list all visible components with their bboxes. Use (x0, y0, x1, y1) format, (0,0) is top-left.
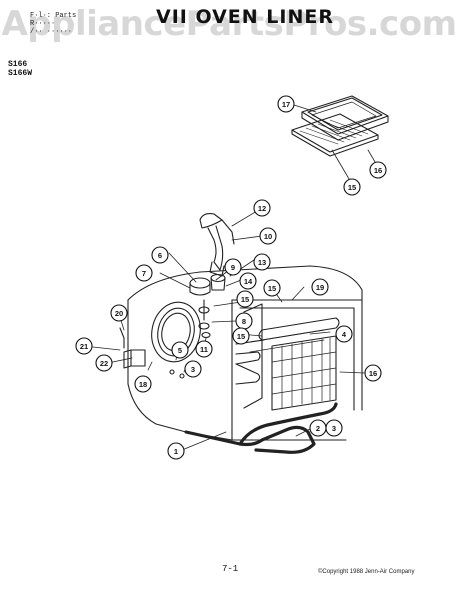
callout-leaders (83, 104, 379, 451)
oven-body (127, 265, 363, 441)
model-number: S166 (8, 60, 28, 69)
callout-14: 14 (239, 272, 257, 290)
header-line-3: /·· ······ (30, 28, 73, 36)
svg-text:14: 14 (244, 277, 253, 286)
callout-13: 13 (253, 253, 271, 271)
callout-16: 16 (364, 364, 382, 382)
callout-10: 10 (259, 227, 277, 245)
svg-text:21: 21 (80, 342, 88, 351)
callout-17: 15 (343, 178, 361, 196)
callout-6: 6 (151, 246, 169, 264)
header-line-2: R····· (30, 20, 56, 28)
svg-text:8: 8 (242, 317, 246, 326)
light-assembly (189, 273, 226, 339)
svg-text:10: 10 (264, 232, 272, 241)
svg-text:12: 12 (258, 204, 266, 213)
callout-22: 20 (110, 304, 128, 322)
svg-text:11: 11 (200, 345, 208, 354)
svg-text:2: 2 (316, 424, 320, 433)
page-title: VII OVEN LINER (156, 6, 334, 28)
callout-8: 8 (235, 312, 253, 330)
svg-text:15: 15 (241, 295, 249, 304)
svg-text:5: 5 (178, 346, 182, 355)
copyright-notice: ©Copyright 1988 Jenn-Air Company (318, 569, 415, 575)
callout-9: 9 (224, 258, 242, 276)
callout-1: 1 (167, 442, 185, 460)
callout-3b: 3 (325, 419, 343, 437)
callout-5: 5 (171, 341, 189, 359)
oven-rack (271, 335, 337, 411)
model-number: S166W (8, 69, 33, 78)
svg-text:7: 7 (142, 269, 146, 278)
callout-2: 2 (309, 419, 327, 437)
callout-7: 7 (135, 264, 153, 282)
callout-15b: 15 (236, 290, 254, 308)
svg-text:13: 13 (258, 258, 266, 267)
callout-15a: 15 (263, 279, 281, 297)
broiler-grid (291, 113, 379, 157)
svg-text:4: 4 (342, 330, 347, 339)
bake-element (184, 402, 338, 454)
svg-text:1: 1 (174, 447, 178, 456)
svg-text:22: 22 (100, 359, 108, 368)
svg-text:3: 3 (332, 424, 336, 433)
callout-19: 17 (277, 95, 295, 113)
callout-badges: 17 16 15 12 10 6 9 13 7 14 15 19 15 8 20… (75, 95, 387, 460)
svg-text:20: 20 (115, 309, 123, 318)
svg-text:6: 6 (158, 251, 162, 260)
broil-element (235, 317, 340, 385)
svg-text:3: 3 (191, 365, 195, 374)
callout-23: 21 (75, 337, 93, 355)
svg-text:19: 19 (316, 283, 324, 292)
svg-text:15: 15 (268, 284, 276, 293)
callout-15c: 15 (232, 327, 250, 345)
svg-text:15: 15 (237, 332, 245, 341)
callout-21: 19 (311, 278, 329, 296)
callout-4: 4 (335, 325, 353, 343)
svg-text:17: 17 (282, 100, 290, 109)
callout-3a: 3 (184, 360, 202, 378)
svg-text:16: 16 (374, 166, 382, 175)
callout-12: 12 (253, 199, 271, 217)
svg-text:18: 18 (139, 380, 147, 389)
callout-20: 18 (134, 375, 152, 393)
callout-11: 11 (195, 340, 213, 358)
page-number: 7-1 (222, 564, 239, 574)
callout-24: 22 (95, 354, 113, 372)
header-line-1: F·l·: Parts (30, 12, 77, 20)
svg-text:15: 15 (348, 183, 356, 192)
callout-18: 16 (369, 161, 387, 179)
svg-text:9: 9 (231, 263, 235, 272)
svg-text:16: 16 (369, 369, 377, 378)
